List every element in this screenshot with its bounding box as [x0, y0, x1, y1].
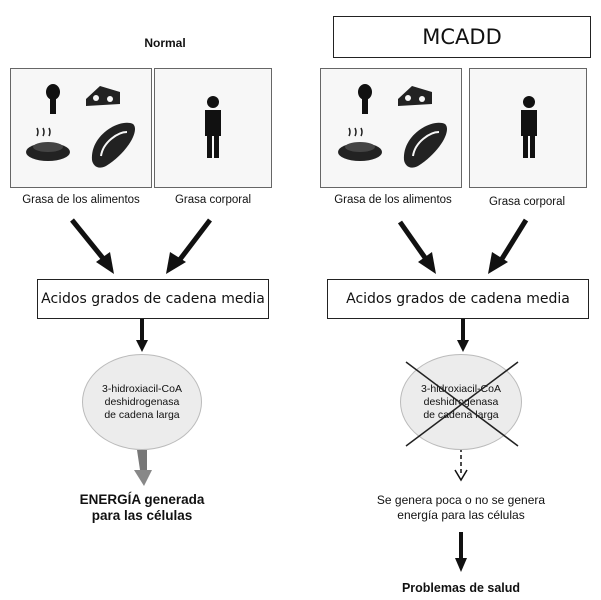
enzyme-line-1: 3-hidroxiacil-CoA [102, 382, 182, 395]
mcadd-title: MCADD [333, 16, 591, 58]
body-fat-caption-left: Grasa corporal [174, 194, 252, 206]
enzyme-ellipse-left: 3-hidroxiacil-CoA deshidrogenasa de cade… [82, 354, 202, 450]
arrow-acids-to-enzyme-left [136, 318, 148, 352]
food-panel-right [320, 68, 462, 188]
food-fat-caption-right: Grasa de los alimentos [334, 194, 452, 206]
energy-line-1: ENERGÍA generada [79, 492, 205, 507]
arrow-food-to-acids-left [70, 218, 114, 274]
health-problems: Problemas de salud [401, 581, 521, 595]
arrow-acids-to-enzyme-right [457, 318, 469, 352]
dashed-arrow-enzyme-to-outcome [454, 448, 468, 482]
outcome-line-1: Se genera poca o no se genera [376, 493, 546, 507]
arrow-body-to-acids-left [166, 218, 212, 274]
roast-dish-icon [338, 127, 382, 161]
arrow-food-to-acids-right [397, 220, 436, 274]
enzyme-line-1: 3-hidroxiacil-CoA [421, 382, 501, 395]
enzyme-line-3: de cadena larga [104, 408, 180, 421]
normal-title: Normal [144, 36, 186, 50]
enzyme-line-2: deshidrogenasa [104, 395, 180, 408]
roast-dish-icon [26, 127, 70, 161]
microphone-icon [358, 84, 372, 114]
food-fat-caption-left: Grasa de los alimentos [22, 194, 140, 206]
meat-icon [403, 122, 447, 168]
person-icon [205, 96, 221, 158]
acids-box-left: Acidos grados de cadena media [37, 279, 269, 319]
person-icon [521, 96, 537, 158]
body-fat-caption-right: Grasa corporal [488, 196, 566, 208]
meat-icon [91, 122, 135, 168]
arrow-body-to-acids-right [488, 218, 529, 274]
enzyme-line-2: deshidrogenasa [423, 395, 499, 408]
cheese-icon [398, 86, 432, 106]
cheese-icon [86, 86, 120, 106]
low-energy-outcome: Se genera poca o no se genera energía pa… [336, 493, 586, 523]
arrow-outcome-to-problems [455, 532, 467, 572]
energy-line-2: para las células [91, 508, 193, 523]
acids-box-right: Acidos grados de cadena media [327, 279, 589, 319]
arrow-enzyme-to-energy-left [134, 450, 152, 486]
outcome-line-2: energía para las células [397, 508, 525, 522]
energy-result: ENERGÍA generada para las células [52, 492, 232, 524]
microphone-icon [46, 84, 60, 114]
